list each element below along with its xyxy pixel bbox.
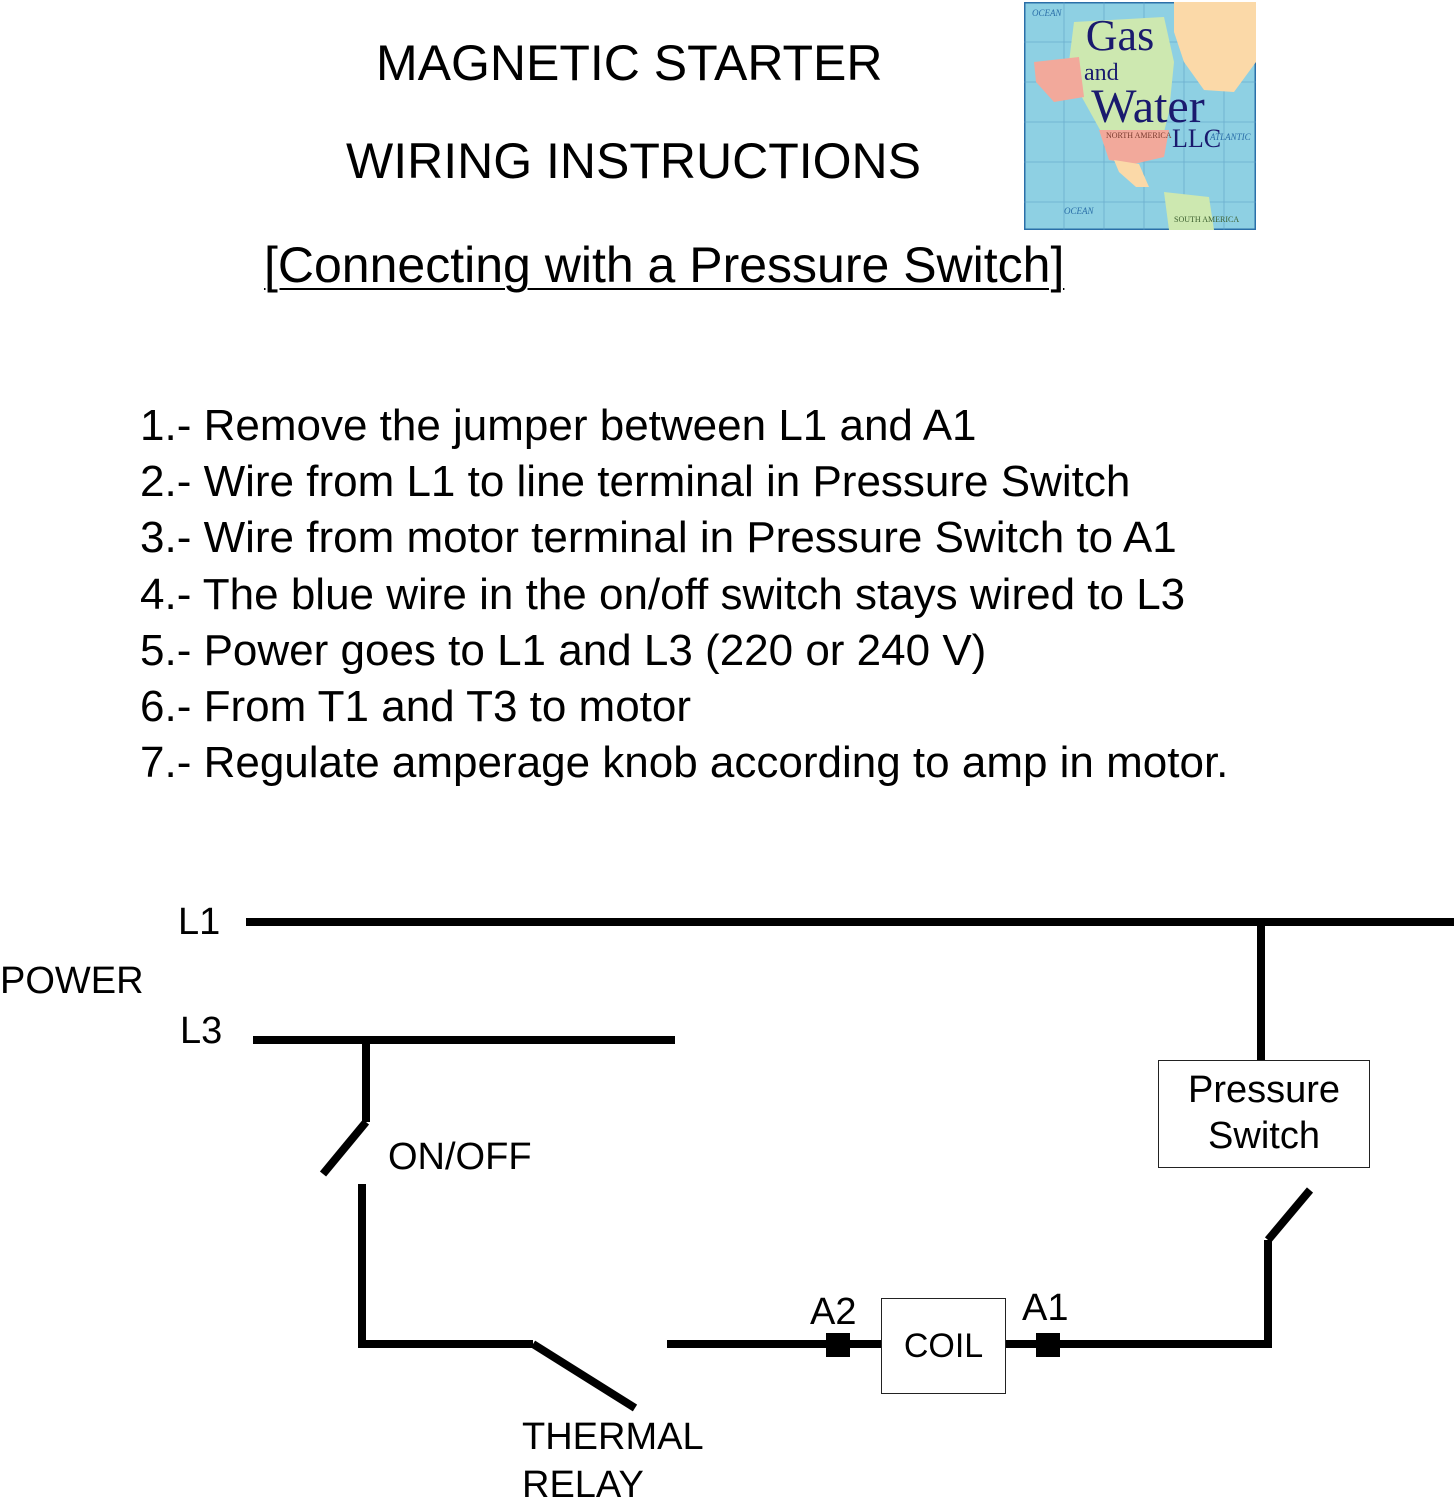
instruction-step: 3.- Wire from motor terminal in Pressure…: [140, 513, 1177, 563]
company-logo: Gas and Water LLC OCEAN NORTH AMERICA AT…: [1024, 2, 1256, 230]
thermal-relay-blade: [530, 1340, 638, 1412]
logo-map-label: OCEAN: [1064, 206, 1094, 216]
coil-box: COIL: [881, 1298, 1006, 1394]
logo-map-label: ATLANTIC: [1209, 132, 1252, 142]
title-line-1: MAGNETIC STARTER: [376, 35, 883, 91]
power-label: POWER: [0, 960, 144, 1002]
pressure-switch-box: Pressure Switch: [1158, 1060, 1370, 1168]
logo-text-and: and: [1084, 60, 1119, 86]
a1-terminal: [1036, 1333, 1060, 1357]
onoff-switch-blade: [319, 1119, 370, 1177]
instruction-step: 2.- Wire from L1 to line terminal in Pre…: [140, 457, 1131, 507]
a2-terminal: [826, 1333, 850, 1357]
alaska-shape: [1034, 57, 1084, 102]
usa-shape: [1099, 130, 1169, 164]
instruction-step: 5.- Power goes to L1 and L3 (220 or 240 …: [140, 625, 987, 675]
l1-label: L1: [178, 901, 221, 943]
coil-label: COIL: [903, 1326, 984, 1365]
logo-text-water: Water: [1091, 80, 1204, 133]
logo-text-llc: LLC: [1172, 124, 1221, 153]
a2-label: A2: [810, 1291, 857, 1333]
title-line-2: WIRING INSTRUCTIONS: [346, 133, 921, 189]
mexico-shape: [1114, 160, 1149, 187]
pressure-switch-label-line2: Switch: [1208, 1115, 1320, 1157]
subtitle: [Connecting with a Pressure Switch]: [264, 237, 1065, 293]
a1-label: A1: [1022, 1287, 1069, 1329]
pressure-switch-label-line1: Pressure: [1187, 1069, 1341, 1112]
greenland-shape: [1174, 2, 1256, 92]
thermal-relay-label-line1: THERMAL: [522, 1416, 704, 1458]
instruction-step: 6.- From T1 and T3 to motor: [140, 682, 692, 732]
instruction-step: 4.- The blue wire in the on/off switch s…: [140, 569, 1186, 619]
south-america-shape: [1164, 192, 1214, 230]
logo-map-label: OCEAN: [1032, 8, 1062, 18]
instruction-step: 1.- Remove the jumper between L1 and A1: [140, 401, 977, 450]
canada-shape: [1069, 17, 1174, 137]
l3-label: L3: [180, 1010, 223, 1052]
logo-map-label: SOUTH AMERICA: [1174, 215, 1239, 224]
instruction-step: 7.- Regulate amperage knob according to …: [140, 738, 1229, 788]
thermal-relay-label-line2: RELAY: [522, 1464, 644, 1506]
instruction-list: 1.- Remove the jumper between L1 and A1 …: [140, 398, 1228, 791]
logo-text-gas: Gas: [1086, 11, 1154, 60]
logo-map-label: NORTH AMERICA: [1106, 131, 1172, 140]
onoff-label: ON/OFF: [388, 1136, 532, 1178]
pressure-switch-blade: [1264, 1187, 1314, 1243]
